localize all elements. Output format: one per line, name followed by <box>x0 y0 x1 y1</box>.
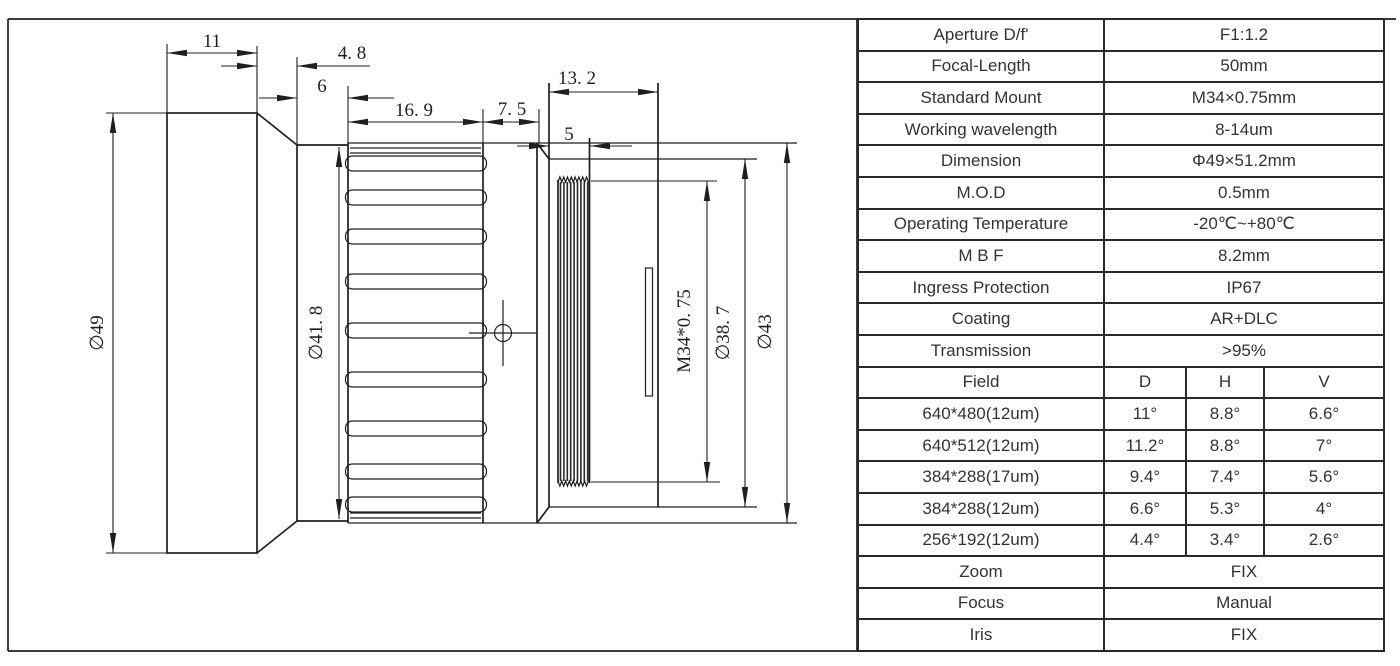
spec-label: Transmission <box>857 333 1105 368</box>
field-d: 6.6° <box>1103 491 1187 526</box>
dim-label-13-2: 13. 2 <box>558 68 596 89</box>
dim-label-6: 6 <box>317 76 327 97</box>
spec-value: 8.2mm <box>1103 239 1385 273</box>
dimension-lines <box>109 49 791 553</box>
field-label: 256*192(12um) <box>857 523 1105 558</box>
spec-value: F1:1.2 <box>1103 18 1385 52</box>
row-field-header: Field D H V <box>857 365 1385 400</box>
field-h: 7.4° <box>1185 460 1265 494</box>
spec-value: Manual <box>1103 586 1385 621</box>
field-h: 8.8° <box>1185 397 1265 431</box>
row-field-384x288-17: 384*288(17um) 9.4° 7.4° 5.6° <box>857 460 1385 494</box>
spec-value: M34×0.75mm <box>1103 81 1385 115</box>
spec-value: 8-14um <box>1103 112 1385 147</box>
spec-label: Ingress Protection <box>857 270 1105 305</box>
row-zoom: Zoom FIX <box>857 555 1385 589</box>
row-focus: Focus Manual <box>857 586 1385 621</box>
mount-thread <box>557 138 591 488</box>
front-barrel <box>166 112 258 554</box>
row-standard-mount: Standard Mount M34×0.75mm <box>857 81 1385 115</box>
spec-label: Aperture D/f' <box>857 18 1105 52</box>
dimension-labels: 11 4. 8 6 16. 9 7. 5 13. 2 5 ∅49 ∅41. 8 … <box>87 31 776 373</box>
row-field-640x512: 640*512(12um) 11.2° 8.8° 7° <box>857 428 1385 463</box>
spec-value: FIX <box>1103 555 1385 589</box>
field-header-d: D <box>1103 365 1187 400</box>
spec-label: Dimension <box>857 144 1105 178</box>
field-header-v: V <box>1263 365 1385 400</box>
row-ingress-protection: Ingress Protection IP67 <box>857 270 1385 305</box>
spec-label: M.O.D <box>857 175 1105 210</box>
row-coating: Coating AR+DLC <box>857 302 1385 336</box>
spec-label: Iris <box>857 618 1105 652</box>
dim-label-16-9: 16. 9 <box>395 100 433 121</box>
row-dimension: Dimension Φ49×51.2mm <box>857 144 1385 178</box>
knurl-bands <box>344 155 488 513</box>
field-v: 7° <box>1263 428 1385 463</box>
dim-label-5: 5 <box>564 124 574 145</box>
spec-label: Focal-Length <box>857 49 1105 84</box>
spec-label: Coating <box>857 302 1105 336</box>
row-focal-length: Focal-Length 50mm <box>857 49 1385 84</box>
spec-value: Φ49×51.2mm <box>1103 144 1385 178</box>
spec-value: AR+DLC <box>1103 302 1385 336</box>
dim-label-dia41-8: ∅41. 8 <box>306 306 327 361</box>
dim-label-dia43: ∅43 <box>755 314 776 350</box>
spec-label: Working wavelength <box>857 112 1105 147</box>
field-h: 3.4° <box>1185 523 1265 558</box>
field-d: 11° <box>1103 397 1187 431</box>
field-label: 640*480(12um) <box>857 397 1105 431</box>
field-v: 4° <box>1263 491 1385 526</box>
dim-label-7-5: 7. 5 <box>498 99 527 120</box>
spec-label: Standard Mount <box>857 81 1105 115</box>
field-h: 8.8° <box>1185 428 1265 463</box>
row-transmission: Transmission >95% <box>857 333 1385 368</box>
field-d: 4.4° <box>1103 523 1187 558</box>
dim-label-4-8: 4. 8 <box>338 43 367 64</box>
spec-table: Aperture D/f' F1:1.2 Focal-Length 50mm S… <box>857 18 1385 652</box>
row-mbf: M B F 8.2mm <box>857 239 1385 273</box>
field-d: 9.4° <box>1103 460 1187 494</box>
spec-value: -20℃~+80℃ <box>1103 207 1385 242</box>
dim-label-dia49: ∅49 <box>87 315 108 351</box>
field-v: 2.6° <box>1263 523 1385 558</box>
dim-label-dia38-7: ∅38. 7 <box>713 306 734 361</box>
field-v: 6.6° <box>1263 397 1385 431</box>
spec-value: >95% <box>1103 333 1385 368</box>
spec-label: Focus <box>857 586 1105 621</box>
field-header-label: Field <box>857 365 1105 400</box>
center-mark <box>469 300 537 366</box>
spec-value: 50mm <box>1103 49 1385 84</box>
field-label: 384*288(17um) <box>857 460 1105 494</box>
dim-label-thread: M34*0. 75 <box>674 289 695 372</box>
field-header-h: H <box>1185 365 1265 400</box>
row-iris: Iris FIX <box>857 618 1385 652</box>
row-field-256x192: 256*192(12um) 4.4° 3.4° 2.6° <box>857 523 1385 558</box>
rear-slot <box>644 267 654 397</box>
field-d: 11.2° <box>1103 428 1187 463</box>
field-label: 384*288(12um) <box>857 491 1105 526</box>
row-field-640x480: 640*480(12um) 11° 8.8° 6.6° <box>857 397 1385 431</box>
row-working-wavelength: Working wavelength 8-14um <box>857 112 1385 147</box>
row-mod: M.O.D 0.5mm <box>857 175 1385 210</box>
row-aperture: Aperture D/f' F1:1.2 <box>857 18 1385 52</box>
spec-value: IP67 <box>1103 270 1385 305</box>
row-field-384x288-12: 384*288(12um) 6.6° 5.3° 4° <box>857 491 1385 526</box>
field-v: 5.6° <box>1263 460 1385 494</box>
dim-label-11: 11 <box>203 31 221 52</box>
spec-label: Zoom <box>857 555 1105 589</box>
spec-value: 0.5mm <box>1103 175 1385 210</box>
field-label: 640*512(12um) <box>857 428 1105 463</box>
extension-lines <box>106 44 720 554</box>
spec-label: Operating Temperature <box>857 207 1105 242</box>
spec-label: M B F <box>857 239 1105 273</box>
row-operating-temperature: Operating Temperature -20℃~+80℃ <box>857 207 1385 242</box>
field-h: 5.3° <box>1185 491 1265 526</box>
spec-value: FIX <box>1103 618 1385 652</box>
lens-profile <box>166 83 797 554</box>
